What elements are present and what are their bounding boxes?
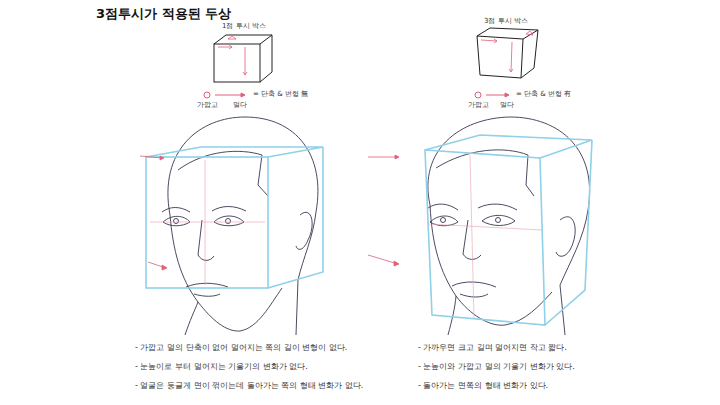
legend-symbols: [204, 92, 509, 98]
note-line: - 돌아가는 면쪽의 형태 변화가 있다.: [418, 381, 548, 391]
three-point-cube: [477, 28, 538, 78]
left-box: [146, 147, 323, 288]
page-title: 3점투시가 적용된 두상: [96, 6, 231, 22]
note-line: - 가까우면 크고 길며 멀어지면 작고 짧다.: [418, 343, 567, 353]
legend-note: = 단축 & 변형 有: [516, 90, 571, 98]
note-line: - 눈높이와 가깝고 멀의 기울기 변화가 있다.: [418, 362, 575, 372]
legend-label: 멀다: [233, 101, 247, 109]
right-box: [425, 135, 592, 325]
legend-note: = 단축 & 변형 無: [253, 90, 308, 98]
note-line: - 가깝고 멀의 단축이 없어 멀어지는 쪽의 길이 변형이 없다.: [135, 343, 347, 353]
note-line: - 얼굴은 둥글게 면이 꺾이는데 돌아가는 쪽의 형태 변화가 없다.: [135, 381, 363, 391]
box-caption: 1점 투시 박스: [222, 22, 266, 30]
one-point-cube: [214, 35, 272, 82]
note-line: - 눈높이로 부터 멀어지는 기울기의 변화가 없다.: [135, 362, 308, 372]
legend-label: 가깝고: [468, 101, 489, 109]
box-caption: 3점 투시 박스: [484, 17, 528, 25]
legend-label: 멀다: [500, 101, 514, 109]
legend-label: 가깝고: [197, 101, 218, 109]
